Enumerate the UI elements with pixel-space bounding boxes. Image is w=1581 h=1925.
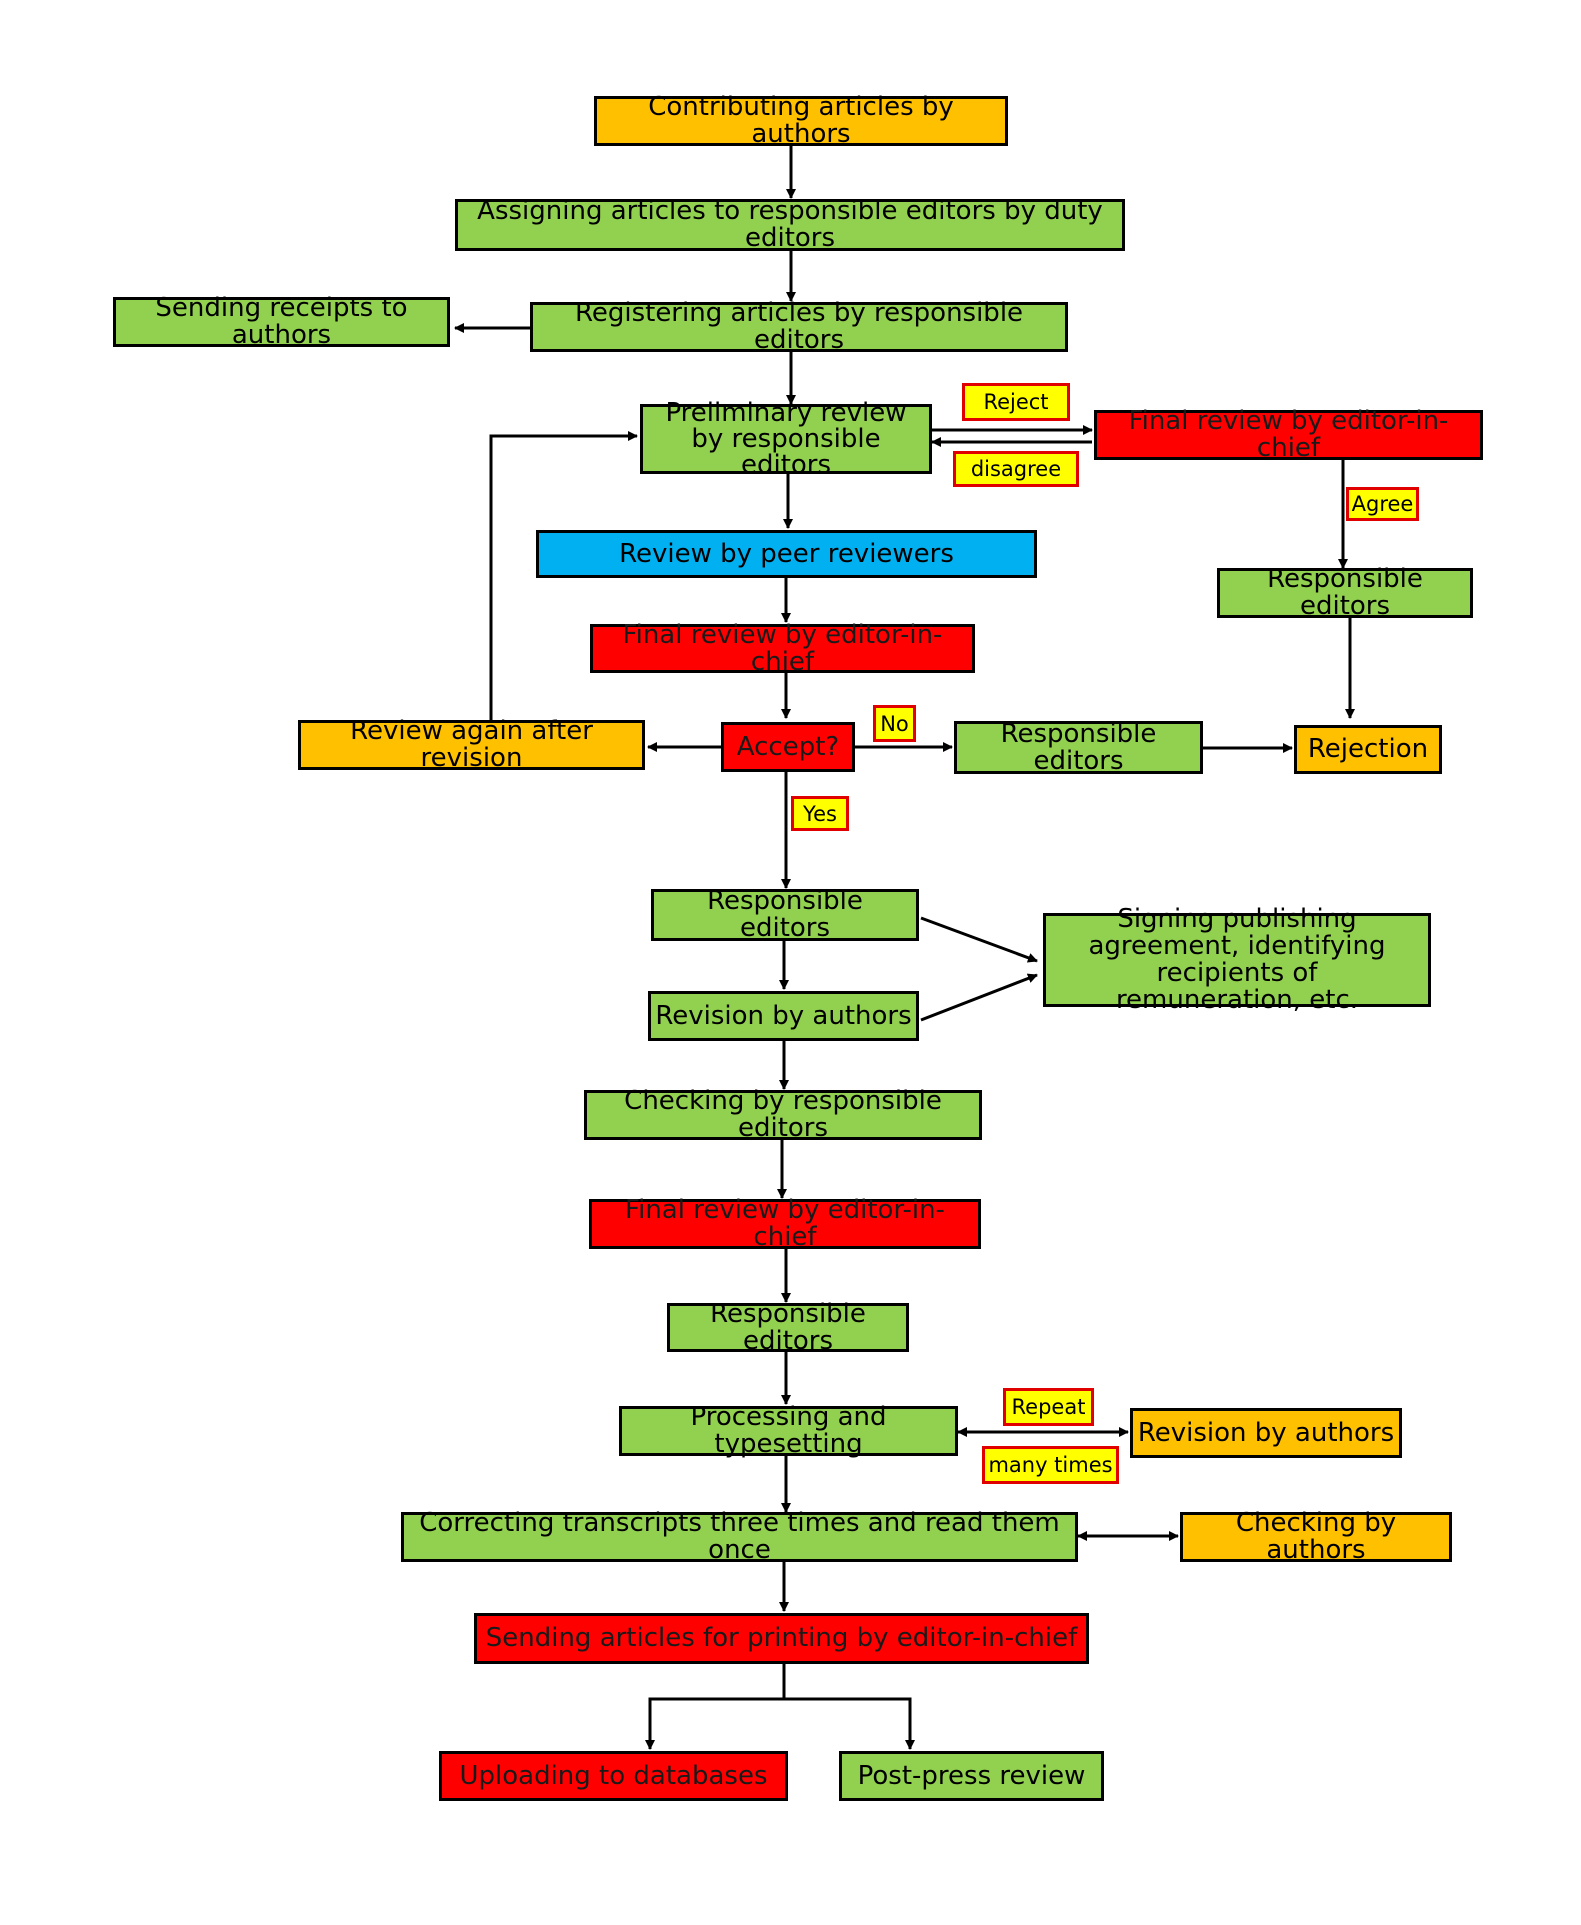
arrow-responsible-yes-to-signing [920,916,1038,963]
node-preliminary-review: Preliminary review by responsible editor… [640,400,932,478]
label-no: No [873,705,916,742]
node-registering: Registering articles by responsible edit… [530,300,1068,354]
node-final-review-low: Final review by editor-in-chief [589,1197,981,1251]
node-review-again: Review again after revision [298,718,645,772]
node-uploading-databases: Uploading to databases [439,1751,788,1801]
node-checking-by-editors: Checking by responsible editors [584,1088,982,1142]
node-responsible-editors-right: Responsible editors [1217,566,1473,620]
label-yes: Yes [791,796,849,831]
label-many-times: many times [982,1446,1119,1484]
node-rejection: Rejection [1294,725,1442,774]
arrow-revision-to-signing [920,973,1038,1022]
node-responsible-editors-low: Responsible editors [667,1300,909,1354]
label-disagree: disagree [953,451,1079,487]
label-reject: Reject [962,383,1070,421]
node-accept-decision: Accept? [721,722,855,772]
node-checking-by-authors: Checking by authors [1180,1510,1452,1564]
node-processing-typesetting: Processing and typesetting [619,1404,958,1458]
node-post-press-review: Post-press review [839,1751,1104,1801]
node-revision-by-authors: Revision by authors [648,991,919,1041]
node-final-review-mid: Final review by editor-in-chief [590,621,975,675]
node-peer-review: Review by peer reviewers [536,530,1037,578]
label-agree: Agree [1346,487,1419,521]
node-signing-agreement: Signing publishing agreement, identifyin… [1043,906,1431,1014]
node-revision-by-authors-2: Revision by authors [1130,1408,1402,1458]
arrow-sending-to-post-press [784,1697,915,1750]
arrow-review-again-to-preliminary [489,431,638,720]
node-contributing: Contributing articles by authors [594,94,1008,148]
node-final-review-top: Final review by editor-in-chief [1094,408,1483,462]
node-assigning: Assigning articles to responsible editor… [455,198,1125,252]
label-repeat: Repeat [1003,1388,1094,1426]
node-sending-receipts: Sending receipts to authors [113,295,450,349]
node-responsible-editors-no: Responsible editors [954,720,1203,774]
arrow-sending-to-uploading [645,1664,786,1750]
node-responsible-editors-yes: Responsible editors [651,888,919,942]
node-sending-for-printing: Sending articles for printing by editor-… [474,1613,1089,1664]
node-correcting-transcripts: Correcting transcripts three times and r… [401,1510,1078,1564]
